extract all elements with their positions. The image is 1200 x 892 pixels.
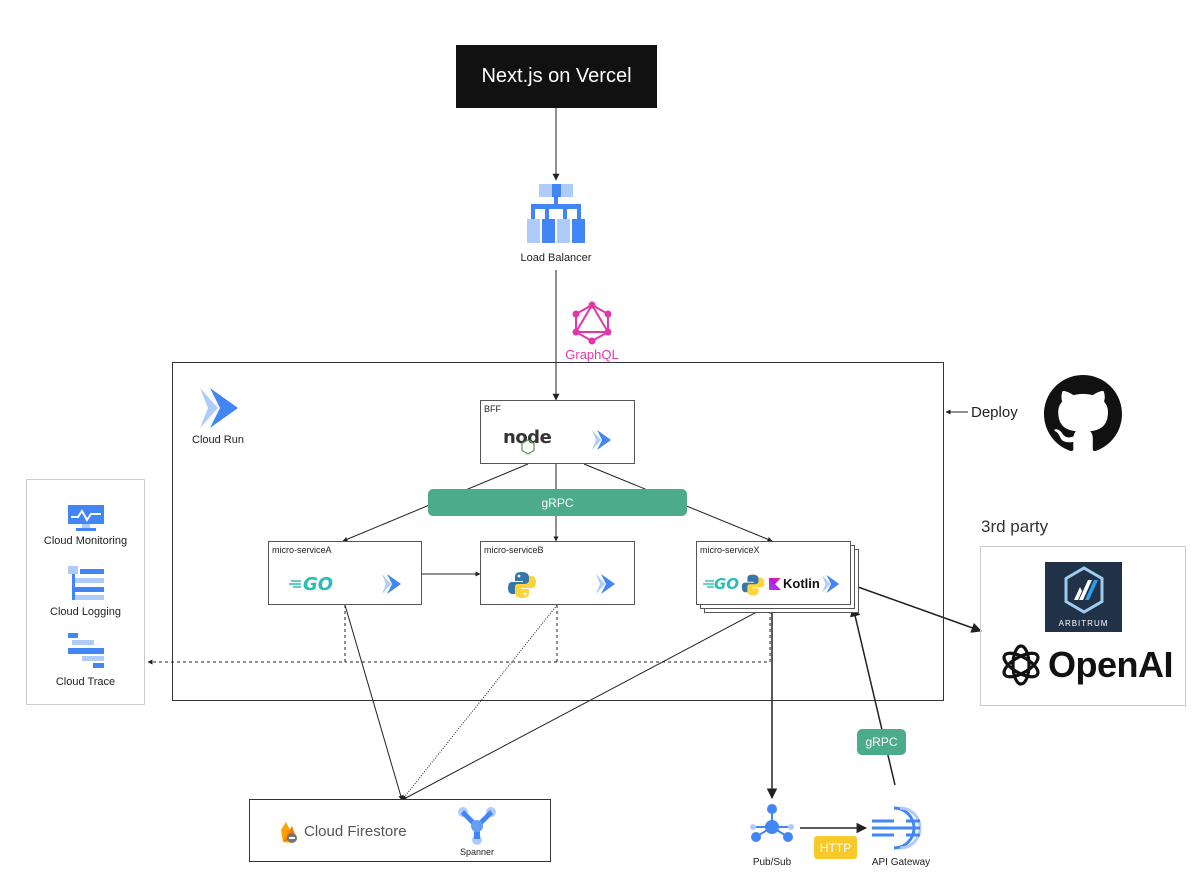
cloud-run-small-icon [596, 574, 615, 594]
graphql-icon [572, 301, 612, 345]
spanner-label: Spanner [459, 847, 495, 857]
cloud-run-container [172, 362, 944, 701]
bff-label: BFF [484, 404, 501, 414]
api-gateway-icon[interactable] [870, 804, 924, 852]
pubsub-label: Pub/Sub [752, 857, 792, 868]
observability-panel [26, 479, 145, 705]
cloud-run-small-icon [592, 430, 611, 450]
nodejs-logo: node [503, 427, 552, 448]
openai-icon[interactable] [998, 642, 1044, 688]
third-party-panel [980, 546, 1186, 706]
http-label: HTTP [819, 840, 852, 855]
cloud-run-icon [200, 388, 238, 428]
micro-service-b-box[interactable]: micro-serviceB [480, 541, 635, 605]
cloud-logging-label: Cloud Logging [50, 606, 121, 618]
firestore-label: Cloud Firestore [304, 823, 407, 840]
api-gateway-label: API Gateway [871, 857, 931, 868]
kotlin-icon [769, 578, 781, 590]
load-balancer-icon[interactable] [525, 182, 587, 244]
micro-service-x-box[interactable]: micro-serviceX GO Kotlin [696, 541, 851, 605]
github-icon[interactable] [1044, 375, 1122, 453]
deploy-label: Deploy [971, 404, 1018, 421]
edge-gateway-to-x [850, 605, 896, 786]
grpc-main-badge: gRPC [428, 489, 687, 516]
nodejs-hex-icon [521, 439, 535, 455]
edge-a-to-db [344, 604, 404, 801]
spanner-icon [458, 807, 496, 845]
micro-service-x-label: micro-serviceX [700, 545, 760, 555]
cloud-monitoring-icon[interactable] [67, 504, 105, 532]
cloud-trace-label: Cloud Trace [55, 676, 116, 688]
nextjs-vercel-box[interactable]: Next.js on Vercel [456, 45, 657, 108]
cloud-monitoring-label: Cloud Monitoring [43, 535, 128, 547]
micro-service-b-label: micro-serviceB [484, 545, 544, 555]
firestore-icon [281, 822, 297, 843]
grpc-gateway-badge: gRPC [857, 729, 906, 755]
openai-label: OpenAI [1048, 644, 1174, 685]
cloud-trace-icon[interactable] [67, 632, 105, 670]
edge-x-to-db [401, 604, 771, 801]
graphql-label: GraphQL [565, 347, 619, 362]
datastore-box: Cloud Firestore Spanner [249, 799, 551, 862]
cloud-logging-icon[interactable] [67, 565, 105, 601]
arbitrum-label: ARBITRUM [1058, 619, 1109, 628]
pubsub-icon[interactable] [748, 803, 796, 851]
http-badge: HTTP [814, 836, 857, 859]
go-logo: GO [714, 575, 740, 593]
cloud-run-label: Cloud Run [192, 434, 244, 446]
grpc-main-label: gRPC [541, 495, 574, 510]
bff-service-box[interactable]: BFF node [480, 400, 635, 464]
third-party-title: 3rd party [981, 517, 1049, 536]
micro-service-a-label: micro-serviceA [272, 545, 332, 555]
arbitrum-icon [1064, 566, 1104, 614]
python-icon [741, 574, 765, 596]
micro-service-a-box[interactable]: micro-serviceA GO [268, 541, 422, 605]
nextjs-vercel-label: Next.js on Vercel [481, 65, 632, 87]
go-logo: GO [303, 574, 334, 595]
arbitrum-logo[interactable]: ARBITRUM [1045, 562, 1122, 632]
cloud-run-small-icon [821, 574, 840, 594]
go-speed-lines-icon [289, 580, 301, 588]
cloud-run-small-icon [382, 574, 401, 594]
go-speed-lines-icon [703, 580, 714, 588]
python-icon [508, 572, 536, 598]
grpc-gateway-label: gRPC [865, 735, 898, 749]
edge-x-to-3rdparty [857, 586, 982, 633]
edge-b-to-db [401, 604, 558, 801]
kotlin-label: Kotlin [783, 576, 820, 591]
load-balancer-label: Load Balancer [520, 252, 592, 264]
